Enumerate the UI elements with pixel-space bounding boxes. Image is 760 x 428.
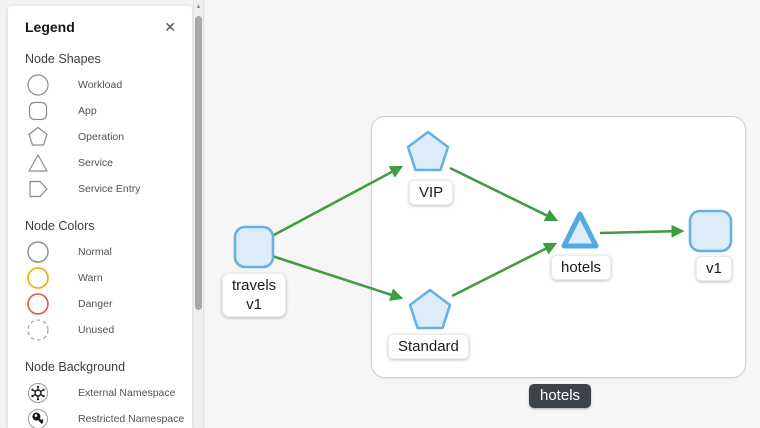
node-label-line: v1	[246, 296, 263, 313]
legend-header: Legend ✕	[8, 6, 192, 35]
node-label-hotels[interactable]: hotels	[551, 255, 612, 280]
section-heading-node-colors: Node Colors	[25, 219, 95, 233]
normal-circle-icon	[25, 240, 51, 264]
node-vip[interactable]	[406, 130, 450, 172]
section-heading-node-background: Node Background	[25, 360, 126, 374]
legend-item-label: Normal	[78, 246, 112, 258]
unused-dashed-circle-icon	[25, 318, 51, 342]
node-hotels[interactable]	[561, 211, 599, 249]
legend-item-unused: Unused	[8, 317, 192, 343]
node-label-line: travels	[232, 277, 277, 294]
legend-item-operation: Operation	[8, 124, 192, 150]
legend-scrollbar[interactable]: ▲	[193, 0, 204, 428]
legend-item-label: App	[78, 105, 97, 117]
node-label-line: VIP	[419, 184, 444, 201]
legend-item-warn: Warn	[8, 265, 192, 291]
section-heading-node-shapes: Node Shapes	[25, 52, 101, 66]
node-label-v1[interactable]: v1	[696, 256, 732, 281]
legend-item-danger: Danger	[8, 291, 192, 317]
legend-panel: Legend ✕ Node Shapes Workload App Operat…	[8, 6, 192, 428]
legend-title: Legend	[25, 19, 75, 35]
node-label-line: hotels	[561, 259, 602, 276]
node-label-line: v1	[706, 260, 722, 277]
node-v1[interactable]	[688, 209, 733, 253]
node-label-standard[interactable]: Standard	[388, 334, 469, 359]
workload-circle-icon	[25, 73, 51, 97]
legend-item-restricted-namespace: Restricted Namespace	[8, 406, 192, 428]
edge-hotels-to-v1[interactable]	[599, 224, 685, 238]
namespace-badge-label: hotels	[540, 387, 581, 404]
app-rounded-square-icon	[25, 99, 51, 123]
scroll-up-icon[interactable]: ▲	[195, 4, 202, 10]
legend-item-label: Unused	[78, 324, 115, 336]
legend-item-label: Warn	[78, 272, 103, 284]
edge-vip-to-hotels[interactable]	[449, 166, 559, 222]
node-label-line: Standard	[398, 338, 459, 355]
edge-travels-to-standard[interactable]	[271, 254, 404, 301]
legend-item-normal: Normal	[8, 239, 192, 265]
service-entry-shape-icon	[25, 177, 51, 201]
legend-item-service-entry: Service Entry	[8, 176, 192, 202]
namespace-badge-hotels[interactable]: hotels	[529, 384, 592, 408]
legend-item-label: Service Entry	[78, 183, 141, 195]
legend-item-service: Service	[8, 150, 192, 176]
external-namespace-virus-icon	[25, 382, 51, 404]
restricted-namespace-key-icon	[25, 408, 51, 428]
warn-circle-icon	[25, 266, 51, 290]
legend-item-label: Operation	[78, 131, 125, 143]
legend-item-external-namespace: External Namespace	[8, 380, 192, 406]
close-icon[interactable]: ✕	[164, 19, 176, 35]
node-label-travels-v1[interactable]: travels v1	[222, 273, 287, 317]
danger-circle-icon	[25, 292, 51, 316]
legend-item-app: App	[8, 98, 192, 124]
legend-item-workload: Workload	[8, 72, 192, 98]
legend-item-label: Workload	[78, 79, 123, 91]
edge-standard-to-hotels[interactable]	[451, 242, 558, 298]
legend-item-label: Restricted Namespace	[78, 413, 185, 425]
legend-item-label: External Namespace	[78, 387, 176, 399]
operation-pentagon-icon	[25, 125, 51, 149]
node-travels-v1[interactable]	[233, 225, 275, 269]
legend-item-label: Danger	[78, 298, 113, 310]
legend-item-label: Service	[78, 157, 114, 169]
node-standard[interactable]	[408, 288, 452, 330]
service-triangle-icon	[25, 151, 51, 175]
edge-travels-to-vip[interactable]	[271, 165, 404, 238]
scrollbar-thumb[interactable]	[195, 16, 202, 310]
node-label-vip[interactable]: VIP	[409, 180, 454, 205]
